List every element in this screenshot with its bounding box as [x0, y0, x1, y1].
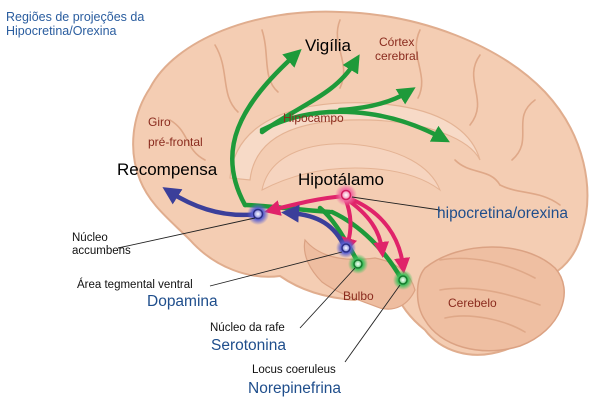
diagram-title: Regiões de projeções da Hipocretina/Orex…: [6, 10, 144, 39]
label-recompensa: Recompensa: [117, 160, 217, 180]
locus-node: [393, 270, 413, 290]
label-hipocretina: hipocretina/orexina: [437, 205, 568, 223]
label-nucleo-rafe: Núcleo da rafe: [210, 322, 285, 335]
label-area-tegmental: Área tegmental ventral: [77, 279, 193, 292]
accumbens-node: [247, 203, 269, 225]
title-line-1: Regiões de projeções da: [6, 10, 144, 24]
label-giro-line-2: pré-frontal: [148, 136, 203, 150]
label-serotonina: Serotonina: [211, 337, 286, 355]
label-vigilia: Vigília: [305, 36, 351, 56]
label-accumbens-line-2: accumbens: [72, 245, 131, 258]
label-locus-coeruleus: Locus coeruleus: [252, 364, 336, 377]
title-line-2: Hipocretina/Orexina: [6, 24, 144, 38]
label-cortex: Córtex cerebral: [375, 36, 418, 64]
label-cortex-line-2: cerebral: [375, 50, 418, 64]
vta-node: [336, 238, 356, 258]
label-giro-line-1: Giro: [148, 116, 203, 130]
label-giro: Giro pré-frontal: [148, 116, 203, 150]
label-accumbens-line-1: Núcleo: [72, 232, 131, 245]
label-cerebelo: Cerebelo: [448, 297, 497, 311]
label-norepinefrina: Norepinefrina: [248, 380, 341, 398]
label-nucleo-accumbens: Núcleo accumbens: [72, 232, 131, 258]
label-hipotalamo: Hipotálamo: [298, 170, 384, 190]
label-dopamina: Dopamina: [147, 293, 218, 311]
rafe-node: [348, 254, 368, 274]
label-cortex-line-1: Córtex: [375, 36, 418, 50]
label-bulbo: Bulbo: [343, 290, 374, 304]
label-hipocampo: Hipocampo: [283, 112, 344, 126]
